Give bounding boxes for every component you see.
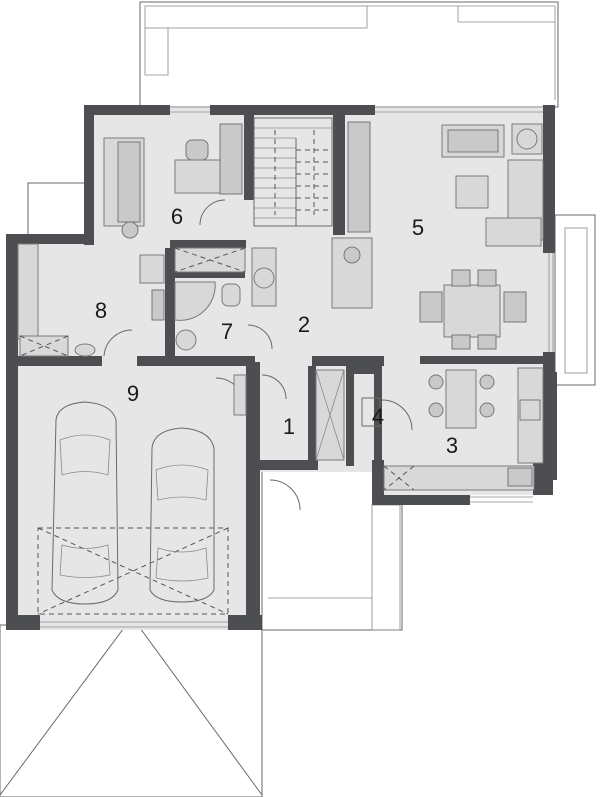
cabinet-icon	[347, 121, 371, 233]
room-3-label: 3	[446, 433, 458, 458]
room-7-furniture	[151, 247, 273, 351]
room-8-furniture	[17, 243, 165, 357]
room-4-door	[361, 397, 413, 431]
room-3-furniture	[383, 367, 544, 491]
room-8-label: 8	[95, 298, 107, 323]
room-5-label: 5	[412, 215, 424, 240]
room-2-label: 2	[298, 312, 310, 337]
plant-icon	[121, 221, 139, 239]
car-icon	[149, 427, 215, 603]
windows	[40, 106, 554, 628]
stove-icon	[519, 399, 541, 421]
shower-icon	[174, 281, 216, 321]
room-5-furniture	[419, 123, 544, 350]
dining-table-icon	[445, 369, 477, 429]
room-1-label: 1	[283, 414, 295, 439]
room-labels: 1 2 3 4 5 6 7 8 9	[95, 204, 458, 458]
balcony-right	[554, 214, 596, 386]
room-1-furniture	[261, 369, 345, 511]
toilet-icon	[221, 283, 241, 307]
room-9-label: 9	[127, 381, 139, 406]
washbasin-icon	[175, 329, 197, 351]
washbasin-icon	[74, 343, 96, 357]
garage	[37, 374, 247, 615]
staircase	[253, 117, 333, 227]
driveway	[0, 616, 263, 797]
walls	[6, 105, 557, 630]
sink-icon	[507, 467, 533, 487]
room-6-furniture	[103, 123, 243, 239]
armchair-icon	[485, 217, 542, 247]
coffee-table-icon	[455, 175, 489, 209]
terrace-top	[139, 1, 559, 108]
room-6-label: 6	[171, 204, 183, 229]
room-7-label: 7	[221, 319, 233, 344]
room-4-label: 4	[372, 404, 384, 429]
dining-table-icon	[443, 284, 501, 338]
car-icon	[51, 401, 119, 605]
side-porch	[27, 182, 89, 239]
room-2-furniture	[251, 121, 373, 309]
